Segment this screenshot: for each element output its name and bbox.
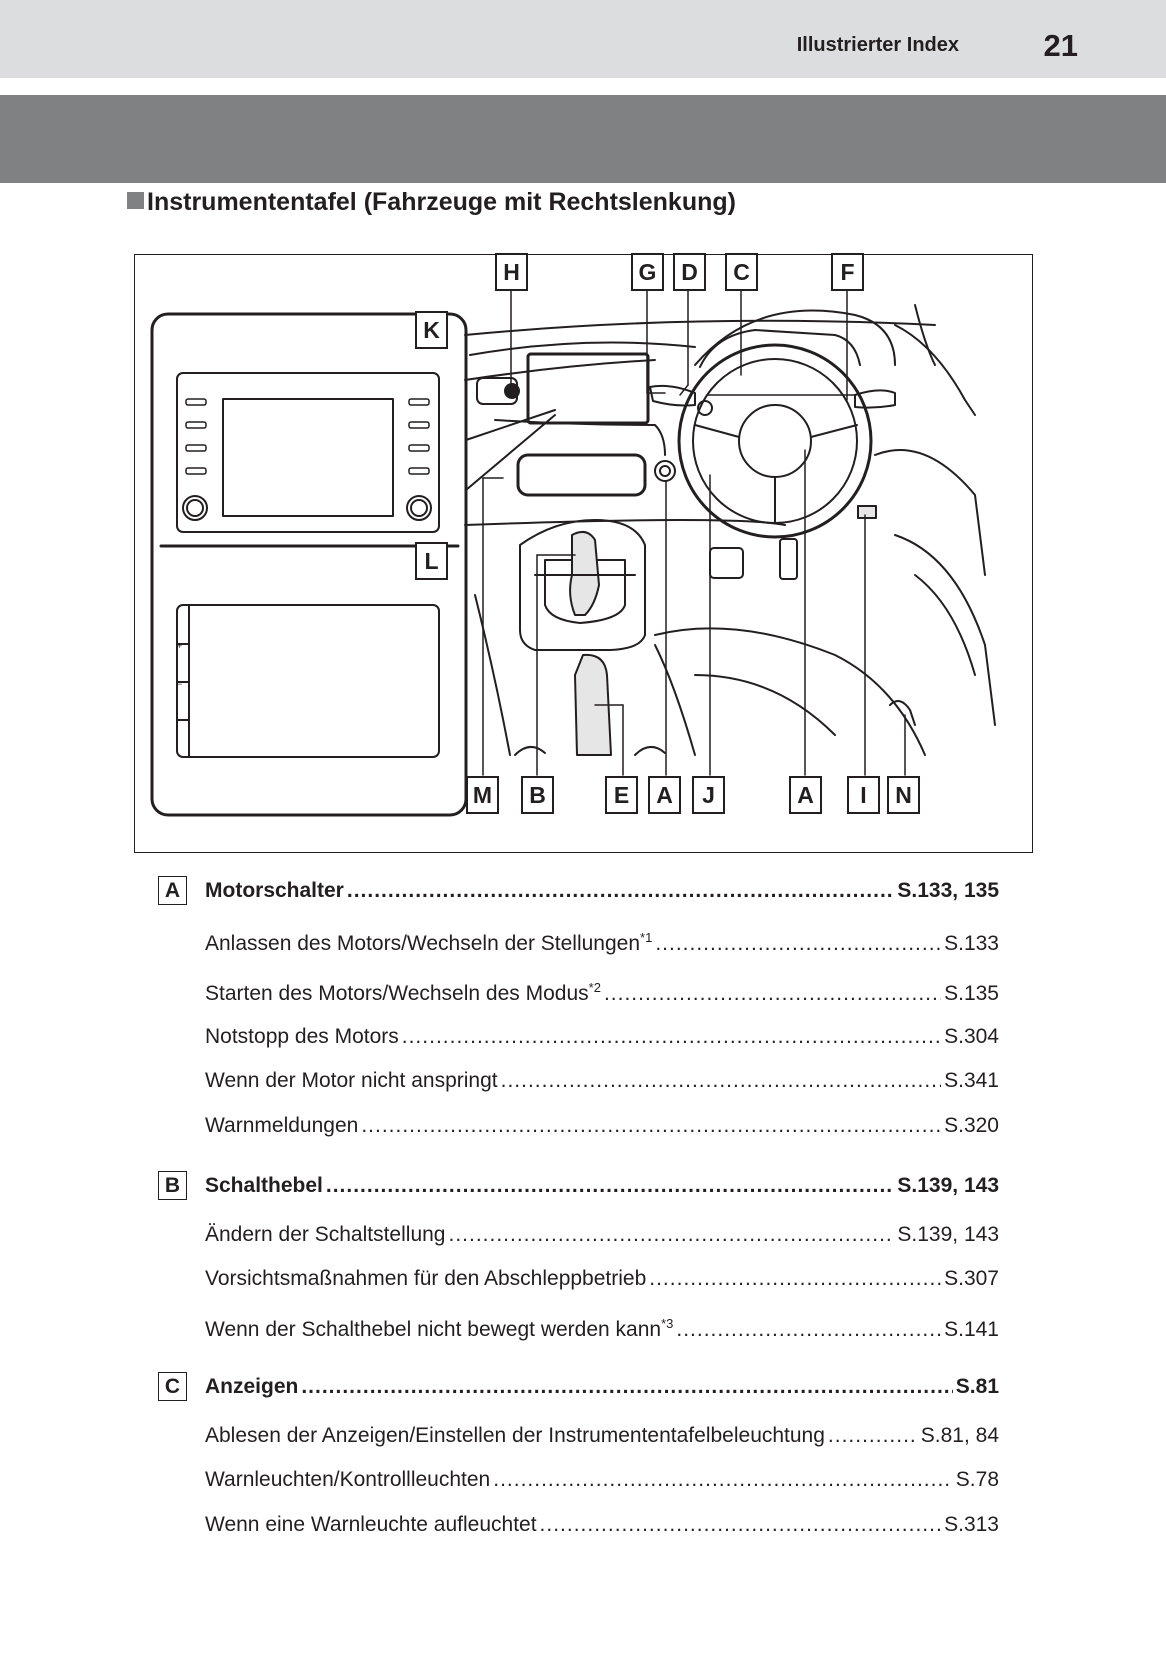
index-entry[interactable]: Warnleuchten/Kontrollleuchten S.78 xyxy=(205,1468,999,1492)
entry-label: Anzeigen xyxy=(205,1375,299,1398)
index-entry[interactable]: Warnmeldungen S.320 xyxy=(205,1114,999,1138)
leader-dots xyxy=(347,879,895,903)
leader-dots xyxy=(676,1318,941,1342)
entry-page: S.81 xyxy=(955,1375,999,1398)
index-entry[interactable]: Starten des Motors/Wechseln des Modus*2 S… xyxy=(205,980,999,1006)
section-title-text: Instrumententafel (Fahrzeuge mit Rechtsl… xyxy=(147,188,736,216)
index-entry[interactable]: Vorsichtsmaßnahmen für den Abschleppbetr… xyxy=(205,1267,999,1291)
entry-label: Wenn eine Warnleuchte aufleuchtet xyxy=(205,1513,537,1536)
callout-a-2: A xyxy=(789,776,822,814)
entry-label: Ablesen der Anzeigen/Einstellen der Inst… xyxy=(205,1424,825,1447)
index-entry[interactable]: Ablesen der Anzeigen/Einstellen der Inst… xyxy=(205,1424,999,1448)
entry-page: S.81, 84 xyxy=(920,1424,999,1447)
index-entry[interactable]: Notstopp des Motors S.304 xyxy=(205,1025,999,1049)
entry-label: Ändern der Schaltstellung xyxy=(205,1223,446,1246)
callout-f: F xyxy=(831,253,864,291)
leader-dots xyxy=(361,1114,941,1138)
index-entry[interactable]: Ändern der Schaltstellung S.139, 143 xyxy=(205,1223,999,1247)
entry-label: Starten des Motors/Wechseln des Modus*2 xyxy=(205,980,601,1005)
entry-label: Anlassen des Motors/Wechseln der Stellun… xyxy=(205,930,653,955)
display-plus-icon: + xyxy=(177,641,183,651)
entry-page: S.320 xyxy=(944,1114,999,1137)
index-entry-main[interactable]: Anzeigen S.81 xyxy=(205,1375,999,1399)
leader-dots xyxy=(449,1223,895,1247)
leader-dots xyxy=(655,932,941,956)
index-entry-main[interactable]: Schalthebel S.139, 143 xyxy=(205,1174,999,1198)
entry-page: S.304 xyxy=(944,1025,999,1048)
callout-m: M xyxy=(466,776,499,814)
callout-j: J xyxy=(692,776,725,814)
callout-i: I xyxy=(847,776,880,814)
chapter-band xyxy=(0,95,1166,183)
entry-page: S.135 xyxy=(944,982,999,1005)
leader-dots xyxy=(326,1174,895,1198)
entry-page: S.78 xyxy=(955,1468,999,1491)
dashboard-illustration: H G D C F K L M B E A J A I N + − xyxy=(134,253,1033,853)
callout-e: E xyxy=(605,776,638,814)
display-minus-icon: − xyxy=(177,679,183,689)
callout-k: K xyxy=(415,311,448,349)
leader-dots xyxy=(493,1468,953,1492)
group-letter-box: B xyxy=(158,1171,187,1200)
entry-label: Warnmeldungen xyxy=(205,1114,359,1137)
group-letter-box: C xyxy=(158,1372,187,1401)
callout-l: L xyxy=(415,542,448,580)
page-number: 21 xyxy=(1043,28,1078,63)
leader-dots xyxy=(402,1025,941,1049)
entry-label: Motorschalter xyxy=(205,879,344,902)
leader-dots xyxy=(301,1375,952,1399)
header-band xyxy=(0,0,1166,78)
callout-b: B xyxy=(521,776,554,814)
entry-label: Notstopp des Motors xyxy=(205,1025,399,1048)
entry-label: Wenn der Schalthebel nicht bewegt werden… xyxy=(205,1316,674,1341)
entry-page: S.133, 135 xyxy=(897,879,999,902)
index-entry[interactable]: Wenn eine Warnleuchte aufleuchtet S.313 xyxy=(205,1513,999,1537)
callout-a: A xyxy=(648,776,681,814)
leader-dots xyxy=(604,982,941,1006)
index-entry[interactable]: Wenn der Motor nicht anspringt S.341 xyxy=(205,1069,999,1093)
index-entry[interactable]: Wenn der Schalthebel nicht bewegt werden… xyxy=(205,1316,999,1342)
entry-page: S.313 xyxy=(944,1513,999,1536)
callout-c: C xyxy=(725,253,758,291)
entry-label: Wenn der Motor nicht anspringt xyxy=(205,1069,498,1092)
callout-g: G xyxy=(631,253,664,291)
entry-label: Vorsichtsmaßnahmen für den Abschleppbetr… xyxy=(205,1267,647,1290)
entry-label: Schalthebel xyxy=(205,1174,323,1197)
leader-dots xyxy=(828,1424,918,1448)
entry-page: S.139, 143 xyxy=(897,1223,999,1246)
entry-label: Warnleuchten/Kontrollleuchten xyxy=(205,1468,491,1491)
entry-page: S.141 xyxy=(944,1318,999,1341)
dashboard-drawing xyxy=(150,286,996,817)
entry-page: S.139, 143 xyxy=(897,1174,999,1197)
square-bullet-icon xyxy=(127,192,144,209)
leader-dots xyxy=(649,1267,941,1291)
header-title: Illustrierter Index xyxy=(796,34,959,56)
entry-page: S.307 xyxy=(944,1267,999,1290)
callout-d: D xyxy=(673,253,706,291)
group-letter-box: A xyxy=(158,876,187,905)
entry-page: S.133 xyxy=(944,932,999,955)
callout-n: N xyxy=(887,776,920,814)
leader-dots xyxy=(501,1069,942,1093)
callout-h: H xyxy=(495,253,528,291)
section-title: Instrumententafel (Fahrzeuge mit Rechtsl… xyxy=(127,188,736,217)
entry-page: S.341 xyxy=(944,1069,999,1092)
index-entry[interactable]: Anlassen des Motors/Wechseln der Stellun… xyxy=(205,930,999,956)
index-entry-main[interactable]: Motorschalter S.133, 135 xyxy=(205,879,999,903)
leader-dots xyxy=(540,1513,942,1537)
